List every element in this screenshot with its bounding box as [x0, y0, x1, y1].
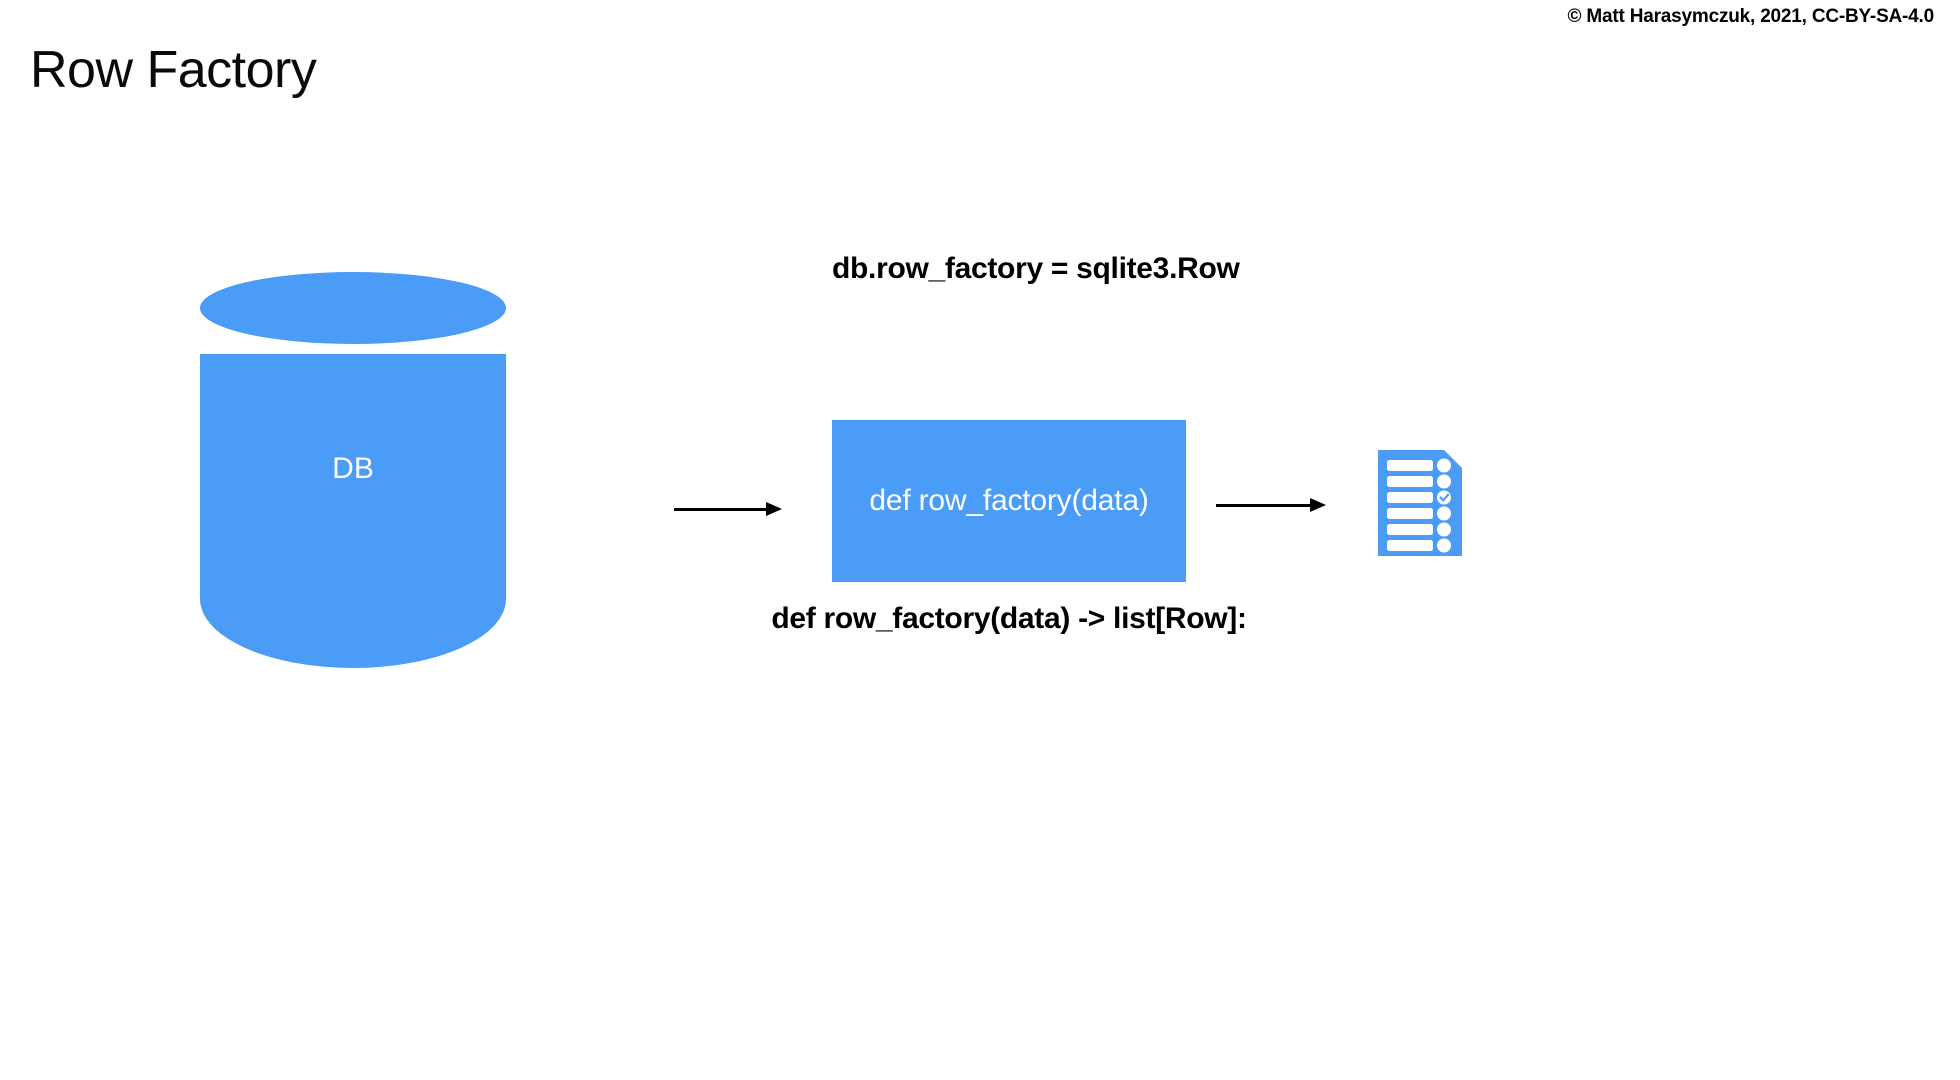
row-factory-function-label: def row_factory(data) — [869, 484, 1149, 517]
code-caption-row-factory-signature: def row_factory(data) -> list[Row]: — [771, 602, 1247, 635]
code-caption-row-factory-assignment: db.row_factory = sqlite3.Row — [832, 252, 1240, 285]
database-label: DB — [332, 452, 374, 485]
row-factory-function-box: def row_factory(data) — [832, 420, 1186, 582]
arrow-shaft — [674, 508, 768, 511]
database-cylinder: DB — [200, 272, 506, 668]
database-cylinder-top — [200, 272, 506, 344]
arrow-head — [1310, 498, 1326, 512]
arrow-database-to-function-icon — [674, 498, 782, 522]
result-rows-document-icon — [1378, 450, 1462, 556]
copyright-notice: © Matt Harasymczuk, 2021, CC-BY-SA-4.0 — [1567, 6, 1935, 27]
arrow-head — [766, 502, 782, 516]
database-cylinder-body — [200, 354, 506, 668]
arrow-function-to-result-icon — [1216, 494, 1326, 518]
arrow-shaft — [1216, 504, 1312, 507]
page-title: Row Factory — [30, 41, 317, 99]
